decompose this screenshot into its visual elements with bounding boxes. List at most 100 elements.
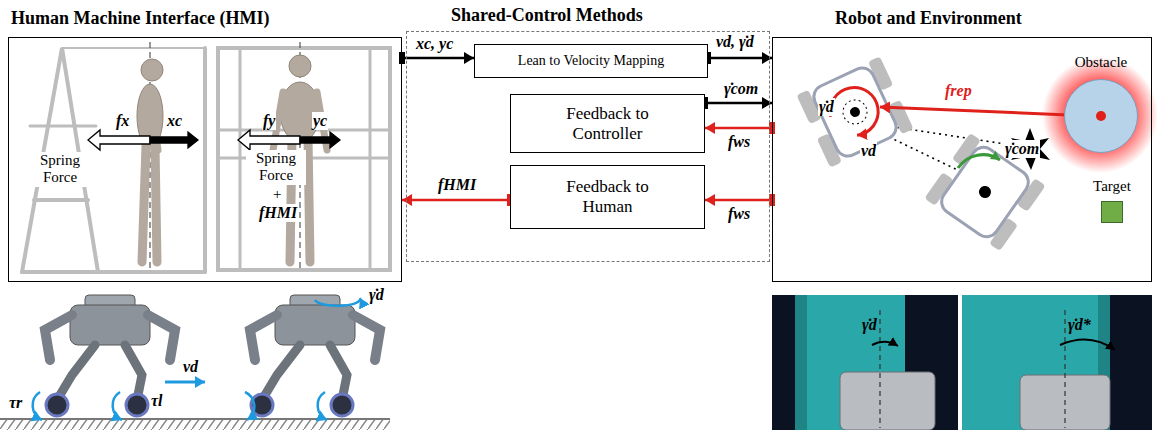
hmi-frame (22, 48, 390, 272)
shared-control-group: Shared-Control MethodsLean to Velocity M… (406, 31, 770, 262)
robot-photo (245, 392, 254, 420)
annotation: Spring Force (246, 150, 306, 185)
robot-photo (33, 392, 42, 420)
simulation-screenshot (772, 295, 958, 430)
environment-scene (880, 107, 1092, 116)
robot-top-view (796, 56, 913, 167)
symbol-label: τr (8, 394, 23, 412)
connector (402, 194, 513, 206)
robot-photo (0, 295, 390, 430)
legged-robot (46, 394, 68, 416)
human-figure (142, 146, 157, 262)
force-arrow (88, 130, 150, 150)
symbol-label: yc (312, 112, 328, 130)
robot-photo (318, 392, 327, 420)
connector (702, 97, 772, 109)
hmi-frame (218, 48, 390, 270)
force-arrow (300, 132, 340, 148)
symbol-label: γ̇d (862, 316, 877, 334)
symbol-label: xc (166, 112, 183, 130)
robot-top-view (848, 105, 861, 118)
robot-photo (113, 392, 122, 420)
connector (399, 52, 474, 64)
connector-line (402, 57, 474, 60)
heading: Obstacle (1075, 54, 1127, 71)
symbol-label: γ̇d (368, 286, 385, 304)
robot-photo (165, 381, 205, 384)
connector-cap (399, 52, 405, 64)
connector-line (705, 102, 772, 105)
heading: Human Machine Interface (HMI) (11, 8, 269, 29)
box-label: Lean to Velocity Mapping (518, 53, 664, 69)
hmi-frame (22, 48, 98, 272)
simulation-screenshot (840, 372, 935, 430)
signal-label: γ̇com (722, 80, 760, 98)
legged-robot (126, 394, 148, 416)
symbol-label: vd (860, 142, 877, 160)
legged-robot (45, 315, 175, 360)
robot-photo (0, 418, 390, 420)
hmi-frame (203, 48, 207, 272)
hmi-frame (22, 270, 205, 274)
robot-photo (250, 295, 380, 416)
hmi-frame (30, 125, 96, 128)
connector-line (705, 199, 772, 202)
robot-top-view (924, 133, 1045, 251)
simulation-screenshot (772, 295, 1152, 430)
human-figure (137, 55, 327, 262)
signal-label: fHMI (436, 176, 478, 194)
connector (705, 52, 772, 64)
legged-robot (70, 305, 150, 345)
box-label: Feedback to Controller (548, 104, 668, 143)
heading: Target (1093, 178, 1131, 195)
simulation-screenshot (962, 295, 1152, 430)
connector-line (402, 199, 510, 202)
symbol-label: frep (944, 82, 973, 100)
connector-line (708, 57, 772, 60)
symbol-label: τl (150, 392, 164, 410)
process-box: Feedback to Controller (510, 94, 705, 153)
annotation: + (272, 186, 282, 203)
robot-panel: Robot and EnvironmentObstacleTarget (772, 37, 1152, 282)
hmi-frame (62, 47, 205, 49)
simulation-screenshot (1060, 340, 1115, 350)
symbol-label: fHMI (258, 204, 298, 222)
box-label: Feedback to Human (548, 177, 668, 216)
human-figure (289, 55, 311, 77)
human-figure (141, 59, 163, 81)
annotation: Spring Force (30, 152, 90, 187)
symbol-label: γ̇com (1004, 140, 1040, 158)
heading: Robot and Environment (835, 8, 1022, 29)
process-box: Feedback to Human (510, 165, 705, 229)
robot-photo (315, 298, 360, 306)
robot-top-view (977, 184, 994, 201)
signal-label: fws (726, 133, 752, 151)
symbol-label: vd (182, 358, 199, 376)
hmi-frame (34, 198, 88, 202)
process-box: Lean to Velocity Mapping (474, 44, 708, 78)
obstacle-center (1096, 111, 1106, 121)
force-arrow (88, 130, 340, 150)
environment-scene (796, 56, 1158, 251)
symbol-label: fy (262, 112, 276, 130)
simulation-screenshot (962, 295, 1110, 430)
environment-scene (958, 155, 1000, 168)
legged-robot (57, 345, 142, 400)
symbol-label: γ̇d* (1068, 316, 1091, 334)
hmi-frame (218, 48, 390, 270)
symbol-label: fx (115, 112, 130, 130)
simulation-screenshot (795, 295, 807, 430)
signal-label: vd, γ̇d (714, 33, 756, 51)
force-arrow (150, 132, 198, 148)
obstacle-circle: Obstacle (1064, 79, 1138, 153)
signal-label: xc, yc (414, 35, 455, 53)
signal-label: fws (726, 205, 752, 223)
robot-photo (0, 419, 390, 430)
force-arrow (238, 130, 300, 150)
target-square: Target (1101, 201, 1123, 223)
legged-robot (45, 295, 175, 416)
connector-line (705, 127, 772, 130)
heading: Shared-Control Methods (451, 5, 643, 26)
symbol-label: γ̇d (818, 98, 835, 116)
robot-top-view (810, 64, 900, 160)
